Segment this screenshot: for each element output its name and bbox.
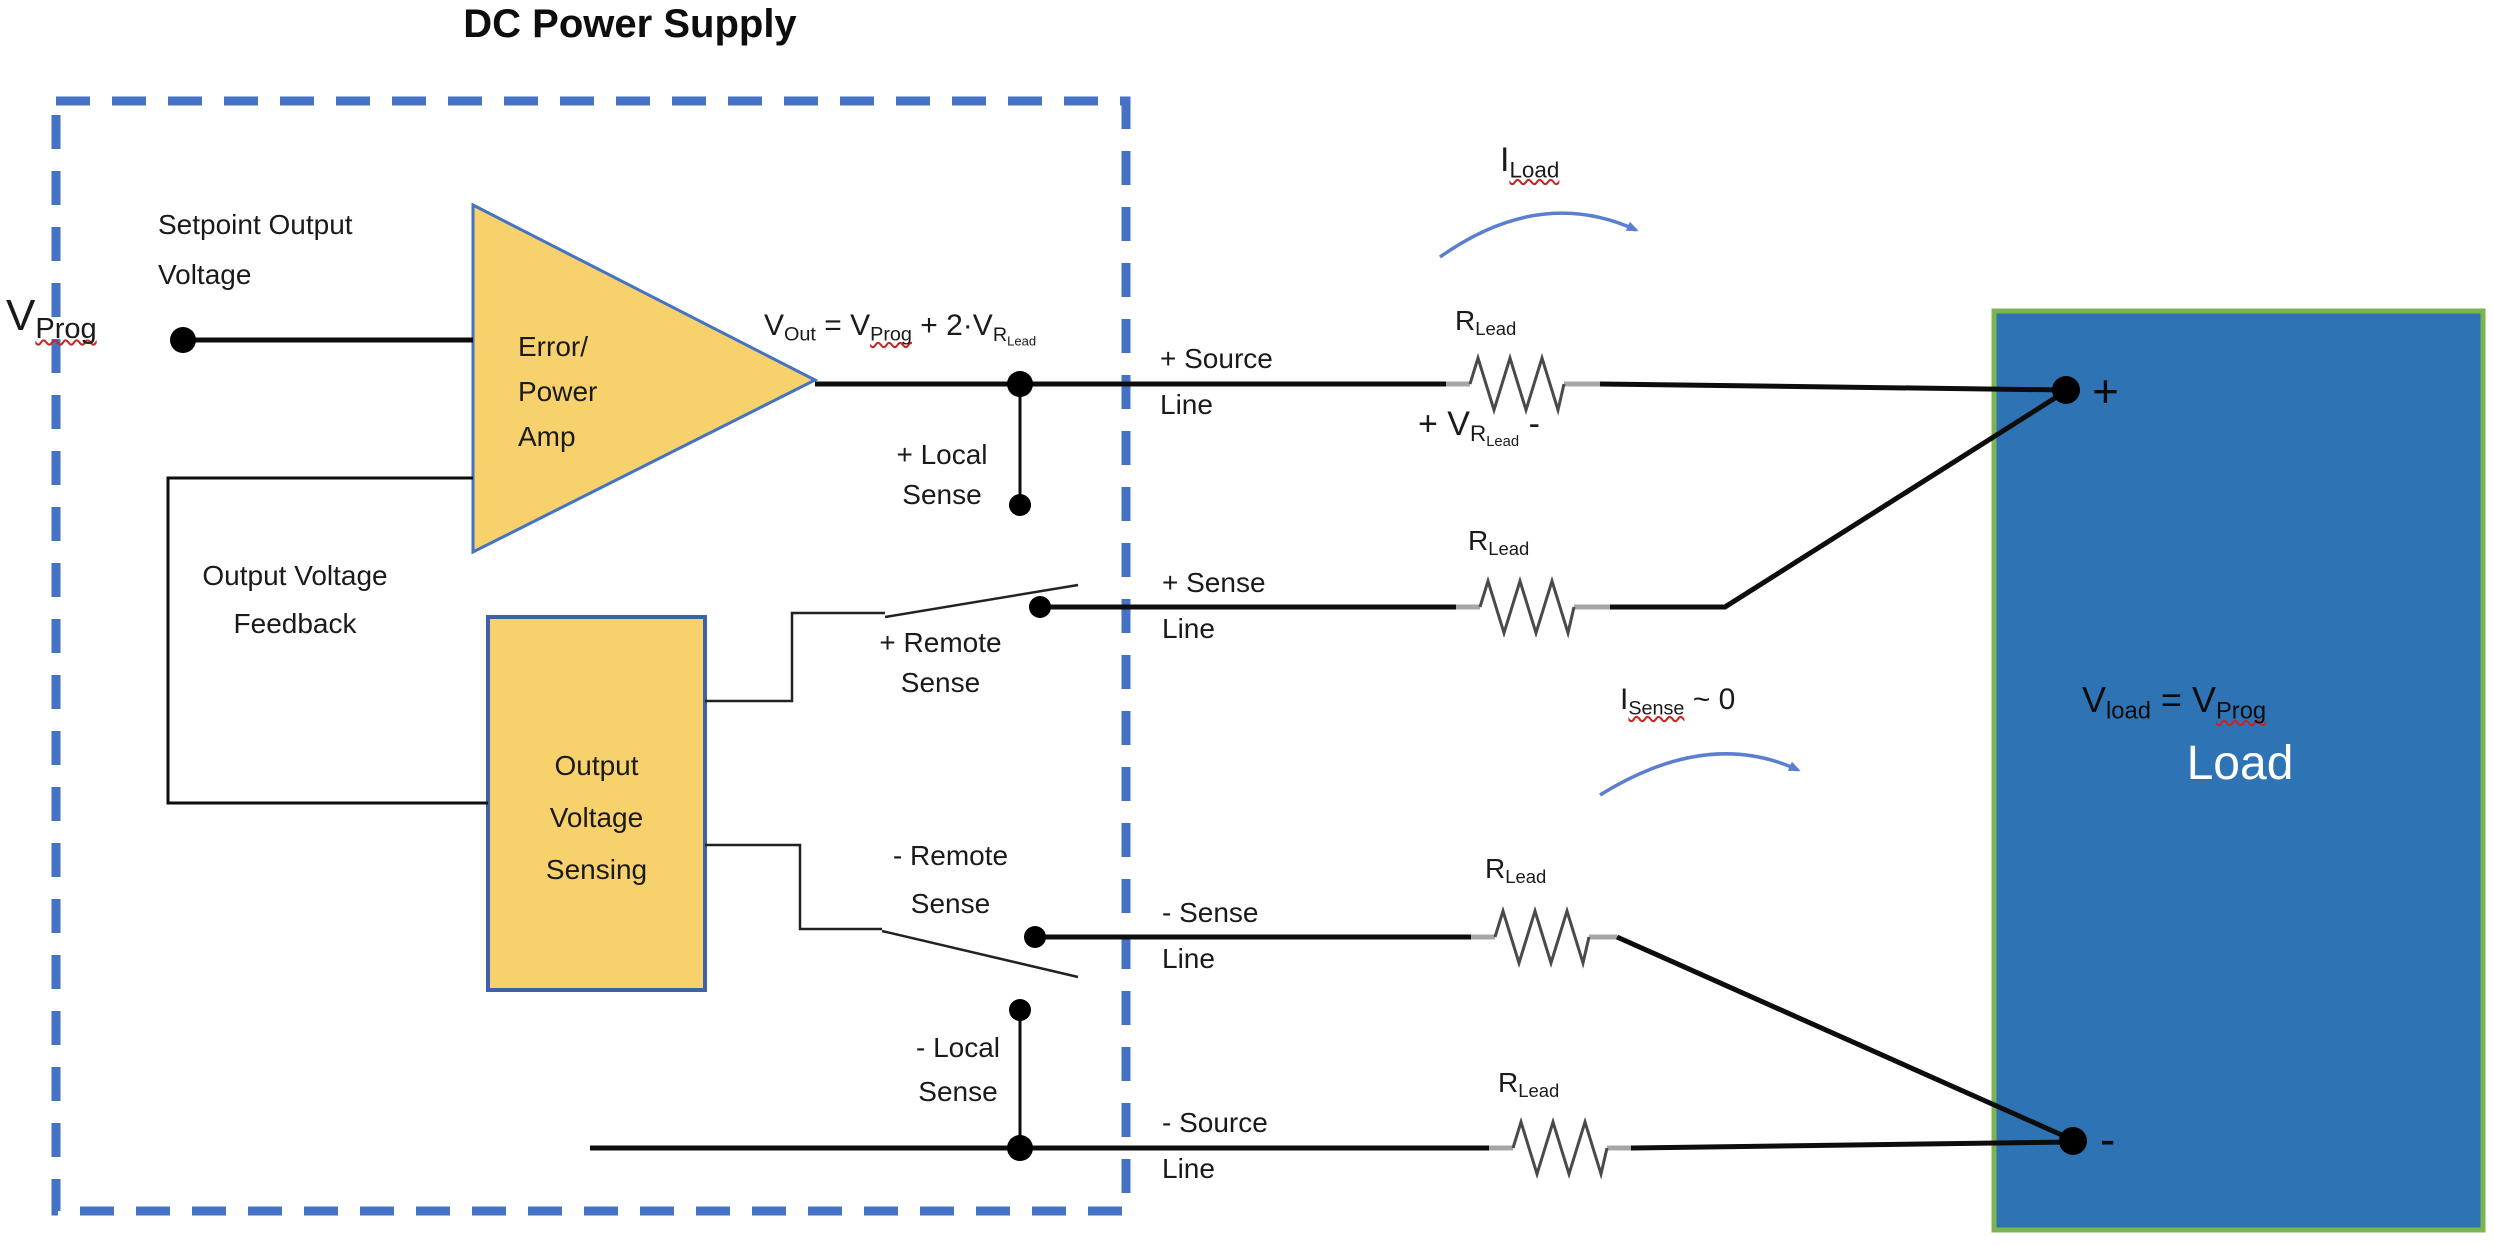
load-plus-terminal-label: + (2092, 365, 2119, 417)
minus-remote-sense-label: - Remote Sense (892, 840, 1009, 919)
feedback-label: Output Voltage Feedback (202, 560, 388, 639)
plus-sense-wire-right (1610, 388, 2068, 610)
sensing-box-label: Output Voltage Sensing (545, 750, 648, 885)
load-name-label: Load (2186, 737, 2294, 790)
rlead1-resistor (1468, 352, 1566, 416)
minus-sense-wire-right (1615, 934, 2075, 1143)
iload-label: ILoad (1500, 141, 1560, 183)
rlead-label-3: RLead (1485, 853, 1547, 888)
plus-source-junction-dot (1007, 371, 1033, 397)
diagram-title: DC Power Supply (463, 2, 797, 46)
vload-formula: Vload = VProg (2082, 679, 2267, 725)
output-voltage-sensing-box (486, 615, 707, 992)
plus-remote-switch-blade (884, 583, 1079, 619)
isense-label: ISense ~ 0 (1620, 683, 1736, 720)
vout-formula: VOut = VProg + 2·VRLead (764, 309, 1037, 349)
minus-local-sense-dot (1009, 999, 1031, 1021)
rlead3-resistor (1493, 905, 1591, 969)
plus-local-sense-dot (1009, 494, 1031, 516)
load-minus-terminal-label: - (2100, 1113, 2116, 1165)
feedback-wire (166, 476, 488, 805)
minus-source-junction-dot (1007, 1135, 1033, 1161)
minus-source-wire-right (1630, 1139, 2074, 1151)
plus-remote-sense-label: + Remote Sense (879, 627, 1002, 698)
vrlead-drop-label: + VRLead - (1418, 405, 1540, 451)
error-power-amp-triangle (471, 202, 819, 555)
load-minus-terminal-dot (2059, 1127, 2087, 1155)
dc-supply-dashed-border (51, 96, 1131, 1216)
rlead-label-1: RLead (1455, 305, 1517, 340)
rlead2-resistor (1478, 575, 1576, 639)
rlead4-resistor (1511, 1116, 1609, 1180)
minus-remote-switch-dot (1024, 926, 1046, 948)
load-box (1991, 308, 2486, 1233)
vprog-label: VProg (6, 291, 97, 346)
plus-local-sense-label: + Local Sense (896, 439, 988, 510)
rlead-label-2: RLead (1468, 525, 1530, 560)
plus-remote-switch-dot (1029, 596, 1051, 618)
minus-local-sense-label: - Local Sense (915, 1032, 1001, 1107)
minus-remote-switch-blade (881, 929, 1079, 979)
amp-label: Error/ Power Amp (518, 331, 598, 452)
isense-arrow (1599, 752, 1801, 797)
minus-remote-switch-elbow (705, 843, 882, 931)
vprog-node-dot (170, 327, 196, 353)
minus-source-line-label: - Source Line (1162, 1107, 1268, 1184)
setpoint-label: Setpoint Output Voltage (158, 209, 353, 290)
minus-sense-line-label: - Sense Line (1162, 897, 1259, 974)
plus-sense-line-label: + Sense Line (1162, 567, 1266, 644)
iload-arrow (1438, 211, 1639, 259)
rlead-label-4: RLead (1498, 1067, 1560, 1102)
plus-source-wire-right (1599, 381, 2067, 393)
plus-source-line-label: + Source Line (1160, 343, 1273, 420)
load-plus-terminal-dot (2052, 376, 2080, 404)
plus-remote-switch-elbow (705, 611, 885, 703)
